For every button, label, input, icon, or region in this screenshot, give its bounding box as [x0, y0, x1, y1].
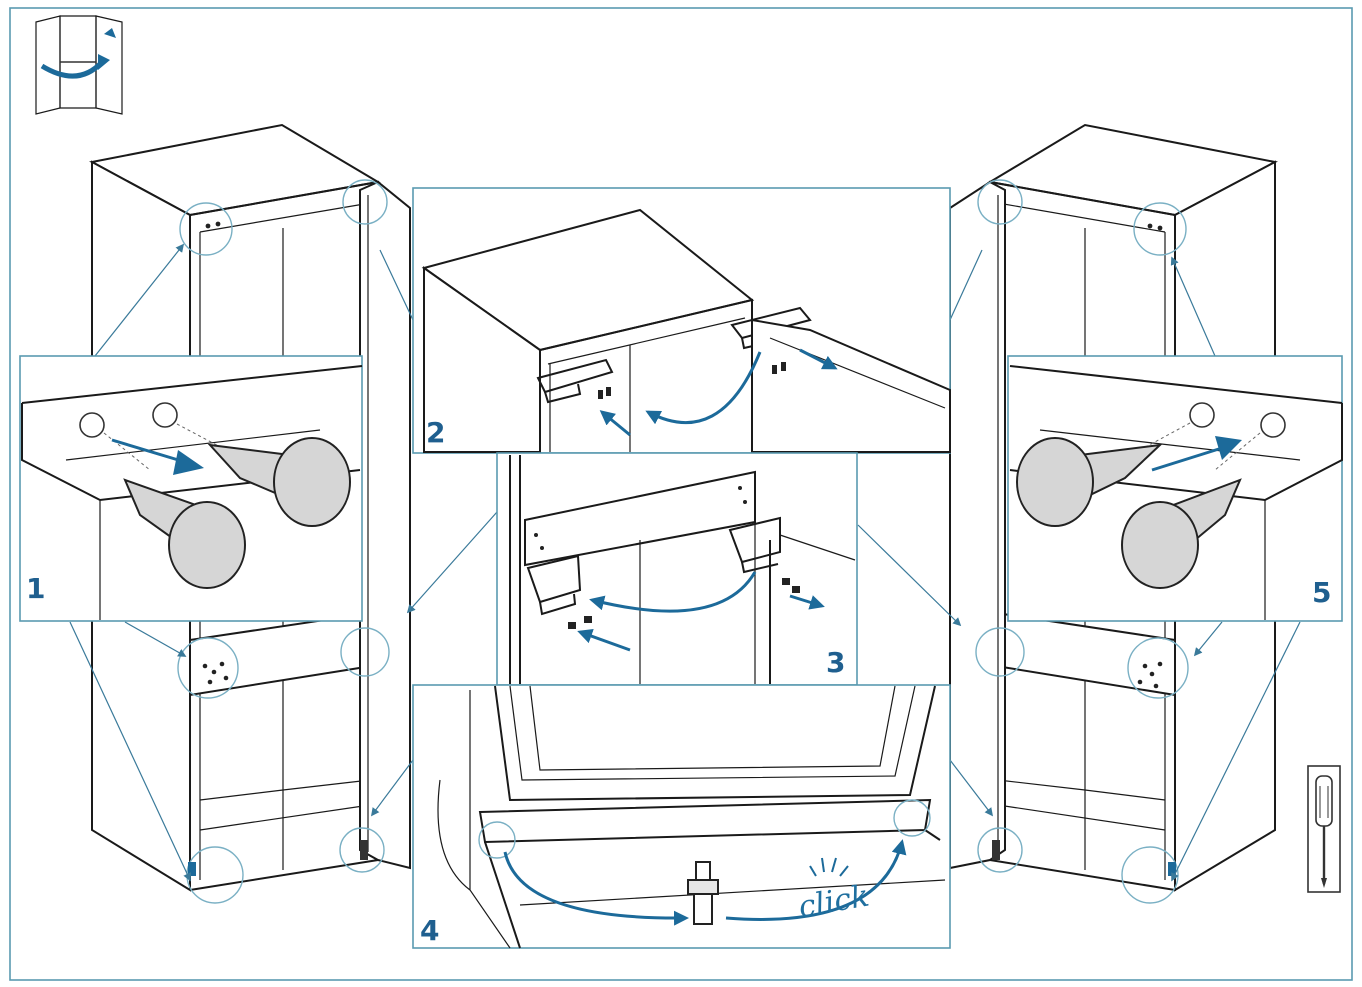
step-3-number: 3 [826, 646, 845, 679]
right-leader-lines [857, 249, 1301, 882]
step-2-panel: 2 [412, 187, 951, 454]
screwdriver-icon [1307, 765, 1341, 893]
step-3-panel: 3 [496, 452, 858, 686]
step-2-number: 2 [426, 416, 445, 449]
step-4-number: 4 [420, 914, 439, 947]
step-4-panel: click 4 [412, 684, 951, 949]
left-leader-lines [69, 243, 498, 882]
door-reversal-icon [35, 15, 123, 115]
step-1-number: 1 [26, 572, 45, 605]
step-5-panel: 5 [1007, 355, 1343, 622]
step-1-panel: 1 [19, 355, 363, 622]
left-fridge [89, 123, 411, 904]
step-5-number: 5 [1312, 576, 1331, 609]
